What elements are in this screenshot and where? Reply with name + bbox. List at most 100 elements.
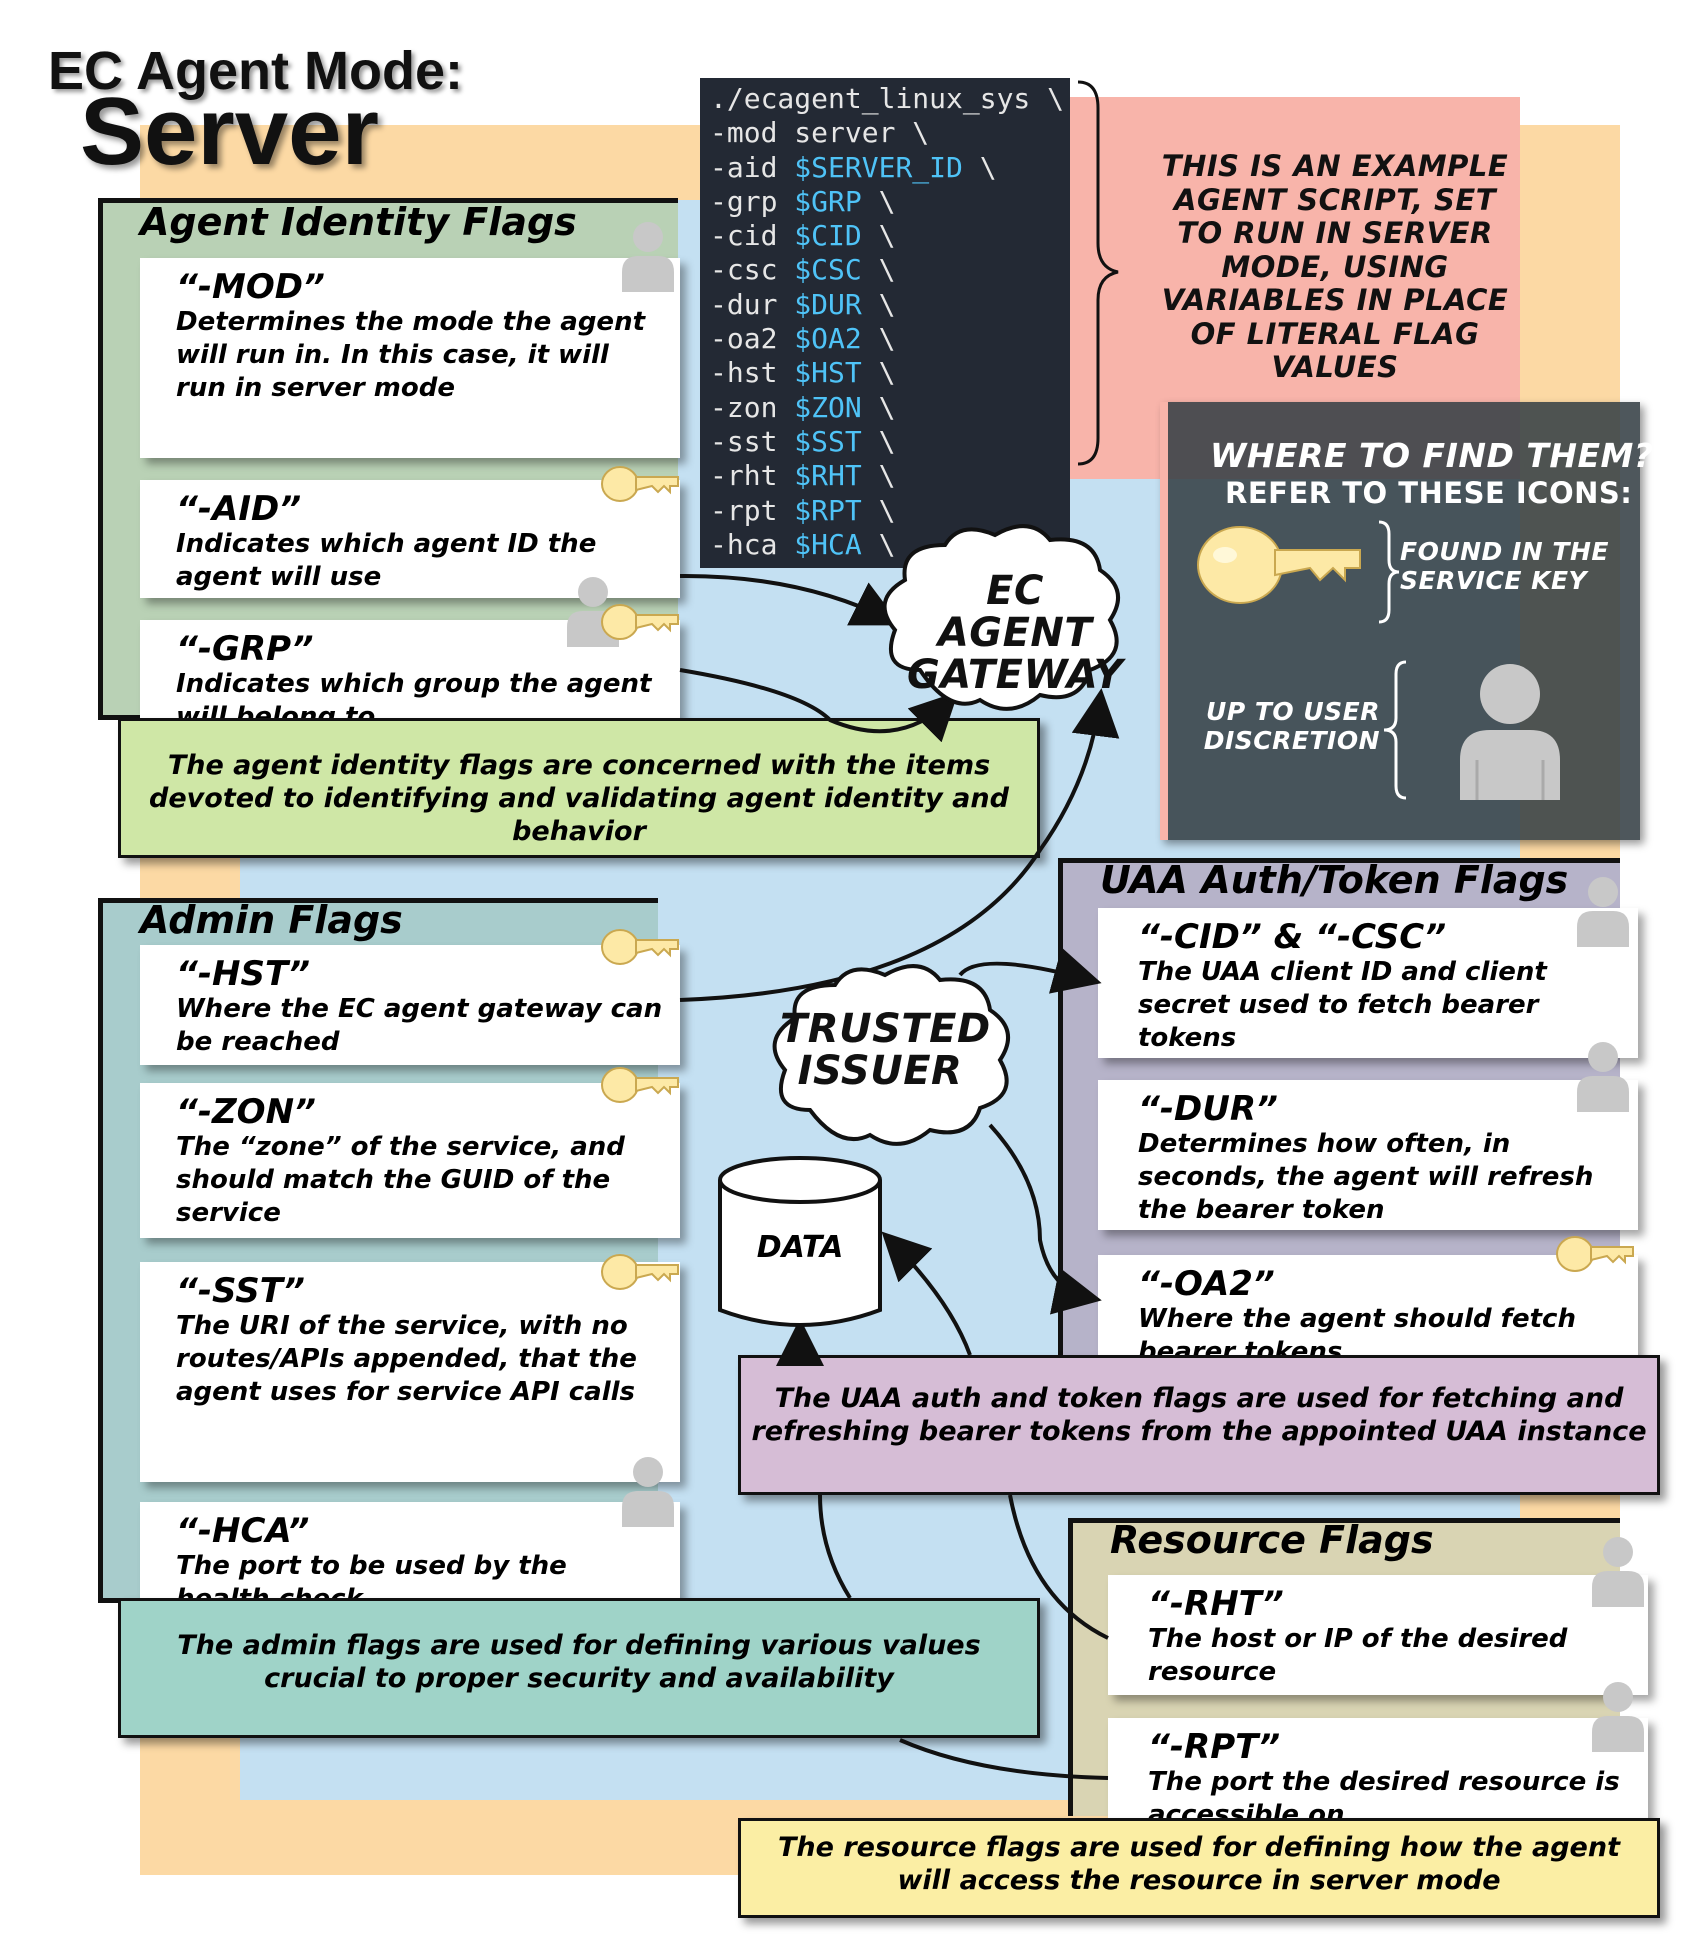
code-continuation: \ (861, 219, 896, 253)
legend-user-label: Up to user discretion (1203, 697, 1380, 755)
issuer-label: Trusted Issuer (780, 1006, 991, 1094)
code-line: -hst $HST \ (710, 356, 1060, 390)
code-continuation: \ (861, 527, 896, 561)
code-variable: $CID (794, 219, 862, 253)
code-line: -rpt $RPT \ (710, 494, 1060, 528)
code-flag: -hst (710, 356, 795, 390)
flag-hst-desc: Where the EC agent gateway can be reache… (176, 994, 663, 1057)
code-variable: $HST (794, 356, 862, 390)
code-flag: ./ecagent_linux_sys \ (710, 82, 1065, 115)
user-icon (1590, 1535, 1646, 1611)
code-lines: ./ecagent_linux_sys \-mod server \-aid $… (710, 82, 1064, 562)
gateway-label-line1: EC Agent (937, 568, 1093, 656)
data-cylinder (718, 1156, 882, 1327)
code-line: -grp $GRP \ (710, 185, 1060, 219)
key-icon (600, 600, 680, 648)
user-icon (1460, 664, 1560, 800)
code-variable: $HCA (794, 527, 862, 561)
code-line: -oa2 $OA2 \ (710, 322, 1060, 356)
flag-rht-desc: The host or IP of the desired resource (1148, 1624, 1568, 1687)
code-variable: $OA2 (794, 322, 862, 356)
code-line: -rht $RHT \ (710, 459, 1060, 493)
code-variable: $SST (794, 424, 862, 458)
flag-aid-desc: Indicates which agent ID the agent will … (176, 529, 597, 592)
admin-card-hst: “-HST” Where the EC agent gateway can be… (140, 945, 680, 1065)
code-continuation: \ (861, 459, 896, 493)
code-continuation: \ (861, 390, 896, 424)
issuer-label-line1: Trusted (780, 1006, 991, 1052)
code-flag: -zon (710, 390, 795, 424)
flag-rht: “-RHT” (1148, 1584, 1284, 1624)
admin-card-zon: “-ZON” The “zone” of the service, and sh… (140, 1083, 680, 1238)
gateway-label-line2: Gateway (906, 652, 1124, 698)
agent-script-code: ./ecagent_linux_sys \-mod server \-aid $… (700, 78, 1070, 568)
flag-aid: “-AID” (176, 489, 302, 529)
key-icon (600, 925, 680, 973)
code-flag: -oa2 (710, 322, 795, 356)
code-flag: -sst (710, 424, 795, 458)
flag-cid-csc-desc: The UAA client ID and client secret used… (1138, 957, 1547, 1053)
user-icon (1575, 1040, 1631, 1116)
code-flag: -dur (710, 287, 795, 321)
flag-mod: “-MOD” (176, 267, 325, 307)
code-continuation: \ (861, 287, 896, 321)
flag-sst-desc: The URI of the service, with no routes/A… (176, 1311, 637, 1407)
code-variable: $ZON (794, 390, 862, 424)
code-line: -hca $HCA \ (710, 528, 1060, 562)
identity-summary: The agent identity flags are concerned w… (118, 718, 1040, 858)
code-line: -sst $SST \ (710, 425, 1060, 459)
code-flag: -rpt (710, 493, 795, 527)
code-continuation: \ (861, 253, 896, 287)
uaa-card-cid-csc: “-CID” & “-CSC” The UAA client ID and cl… (1098, 908, 1638, 1058)
code-variable: $RPT (794, 493, 862, 527)
script-brace (1077, 80, 1119, 466)
resource-summary: The resource flags are used for defining… (738, 1818, 1660, 1918)
code-continuation: \ (861, 493, 896, 527)
legend-key-brace (1378, 520, 1400, 624)
user-icon (1575, 875, 1631, 951)
uaa-card-dur: “-DUR” Determines how often, in seconds,… (1098, 1080, 1638, 1230)
script-note-text: This is an example agent script, set to … (1161, 149, 1509, 384)
code-line: -cid $CID \ (710, 219, 1060, 253)
admin-section-title: Admin Flags (140, 898, 403, 942)
issuer-label-line2: Issuer (797, 1048, 963, 1094)
page-title-line1: EC Agent Mode: (48, 41, 463, 101)
code-flag: -mod server \ (710, 116, 930, 150)
code-flag: -aid (710, 150, 795, 184)
flag-sst: “-SST” (176, 1271, 305, 1311)
flag-oa2-desc: Where the agent should fetch bearer toke… (1138, 1304, 1576, 1367)
flag-cid-csc: “-CID” & “-CSC” (1138, 917, 1447, 957)
gateway-cloud (882, 524, 1120, 711)
resource-card-rht: “-RHT” The host or IP of the desired res… (1108, 1575, 1648, 1695)
admin-summary: The admin flags are used for defining va… (118, 1598, 1040, 1738)
code-flag: -cid (710, 219, 795, 253)
legend-key-label: Found in the service key (1400, 537, 1609, 595)
user-icon (1590, 1680, 1646, 1756)
flag-mod-desc: Determines the mode the agent will run i… (176, 307, 646, 403)
data-label: DATA (756, 1230, 844, 1265)
code-continuation: \ (861, 184, 896, 218)
code-line: -aid $SERVER_ID \ (710, 151, 1060, 185)
user-icon (620, 220, 676, 296)
identity-card-mod: “-MOD” Determines the mode the agent wil… (140, 258, 680, 458)
identity-section-title: Agent Identity Flags (140, 200, 577, 244)
flag-dur-desc: Determines how often, in seconds, the ag… (1138, 1129, 1594, 1225)
uaa-summary: The UAA auth and token flags are used fo… (738, 1355, 1660, 1495)
code-line: -dur $DUR \ (710, 288, 1060, 322)
code-variable: $RHT (794, 459, 862, 493)
user-icon (620, 1455, 676, 1531)
code-flag: -grp (710, 184, 795, 218)
flag-zon-desc: The “zone” of the service, and should ma… (176, 1132, 625, 1228)
resource-section-title: Resource Flags (1110, 1518, 1434, 1562)
code-line: -csc $CSC \ (710, 253, 1060, 287)
key-icon (1555, 1232, 1635, 1280)
flag-zon: “-ZON” (176, 1092, 316, 1132)
code-variable: $DUR (794, 287, 862, 321)
flag-hst: “-HST” (176, 954, 311, 994)
code-flag: -csc (710, 253, 795, 287)
key-icon (600, 1250, 680, 1298)
key-icon (1197, 526, 1361, 604)
code-variable: $CSC (794, 253, 862, 287)
